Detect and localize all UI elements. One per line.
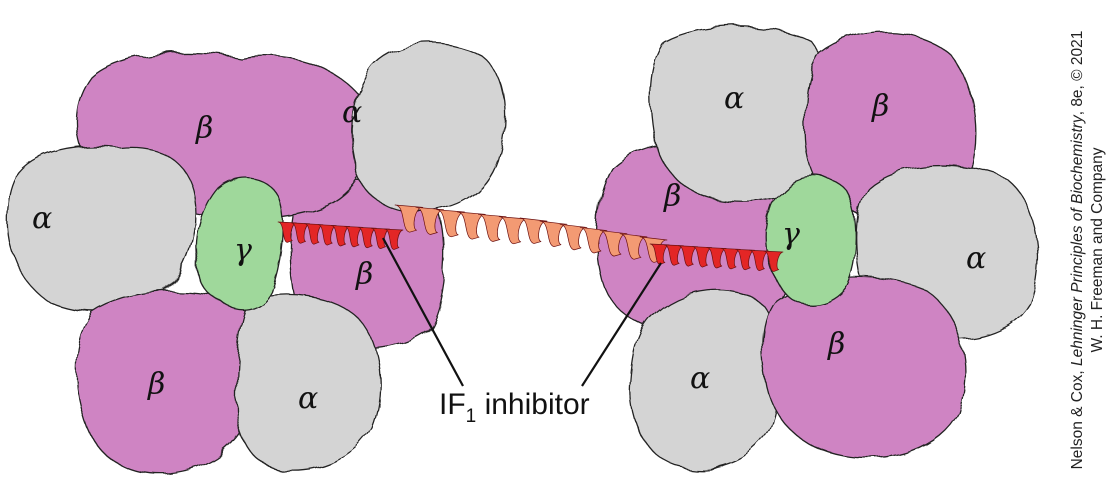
left-gamma xyxy=(195,176,284,311)
helix-front-segment-left xyxy=(277,221,404,250)
left-beta-bottom-label: β xyxy=(147,367,165,402)
left-alpha-bottom-label: α xyxy=(298,381,318,416)
right-beta-top-label: β xyxy=(871,89,889,124)
if1-inhibitor-label: IF1 inhibitor xyxy=(439,388,590,427)
left-beta-bottom xyxy=(75,290,261,475)
right-beta-bottom xyxy=(762,276,966,459)
left-alpha-left-label: α xyxy=(32,201,52,236)
helix-back-segment-right xyxy=(519,217,668,263)
right-alpha-top-label: α xyxy=(724,81,744,116)
if1-callout-leaders xyxy=(382,237,662,387)
left-beta-center-label: β xyxy=(355,257,373,292)
helix-front-segment-right xyxy=(649,243,784,272)
left-alpha-top-label: α xyxy=(342,95,362,130)
right-gamma xyxy=(765,175,857,305)
left-beta-top-label: β xyxy=(195,111,213,146)
right-beta-center-label: β xyxy=(663,179,681,214)
credit-line-2: W. H. Freeman and Company xyxy=(1089,146,1106,353)
right-alpha-bottom-label: α xyxy=(690,361,710,396)
right-alpha-bottom xyxy=(629,289,782,470)
right-alpha-right-label: α xyxy=(966,241,986,276)
subunit-labels: β α α γ β β α α β β γ α α β xyxy=(32,81,986,416)
right-gamma-label: γ xyxy=(782,217,800,252)
helix-back-segment-left xyxy=(394,204,528,245)
figure-credit: Nelson & Cox, Lehninger Principles of Bi… xyxy=(1063,0,1113,499)
left-alpha-top xyxy=(350,42,506,213)
left-alpha-bottom xyxy=(235,294,381,472)
left-atpase-complex xyxy=(7,42,506,475)
left-gamma-label: γ xyxy=(234,233,252,268)
right-beta-bottom-label: β xyxy=(827,327,845,362)
if1-inhibitor-helix xyxy=(277,204,784,272)
right-atpase-complex xyxy=(595,25,1040,470)
credit-line-1: Nelson & Cox, Lehninger Principles of Bi… xyxy=(1069,30,1086,469)
